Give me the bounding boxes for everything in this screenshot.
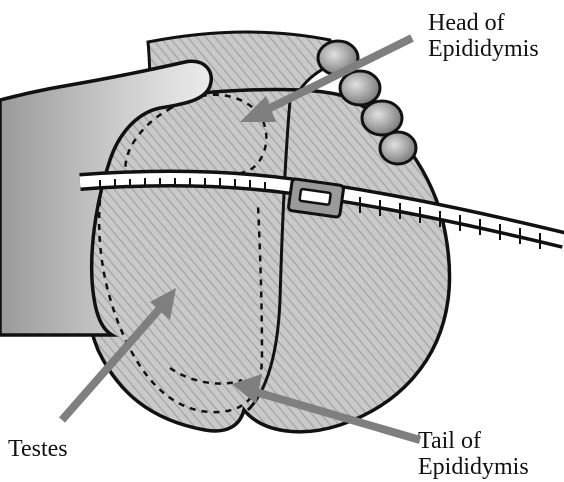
label-testes: Testes (8, 436, 68, 462)
label-tail-line1: Tail of (418, 428, 529, 454)
label-tail-of-epididymis: Tail of Epididymis (418, 428, 529, 480)
label-head-of-epididymis: Head of Epididymis (428, 10, 539, 62)
label-head-line2: Epididymis (428, 36, 539, 62)
label-head-line1: Head of (428, 10, 539, 36)
label-tail-line2: Epididymis (418, 454, 529, 480)
